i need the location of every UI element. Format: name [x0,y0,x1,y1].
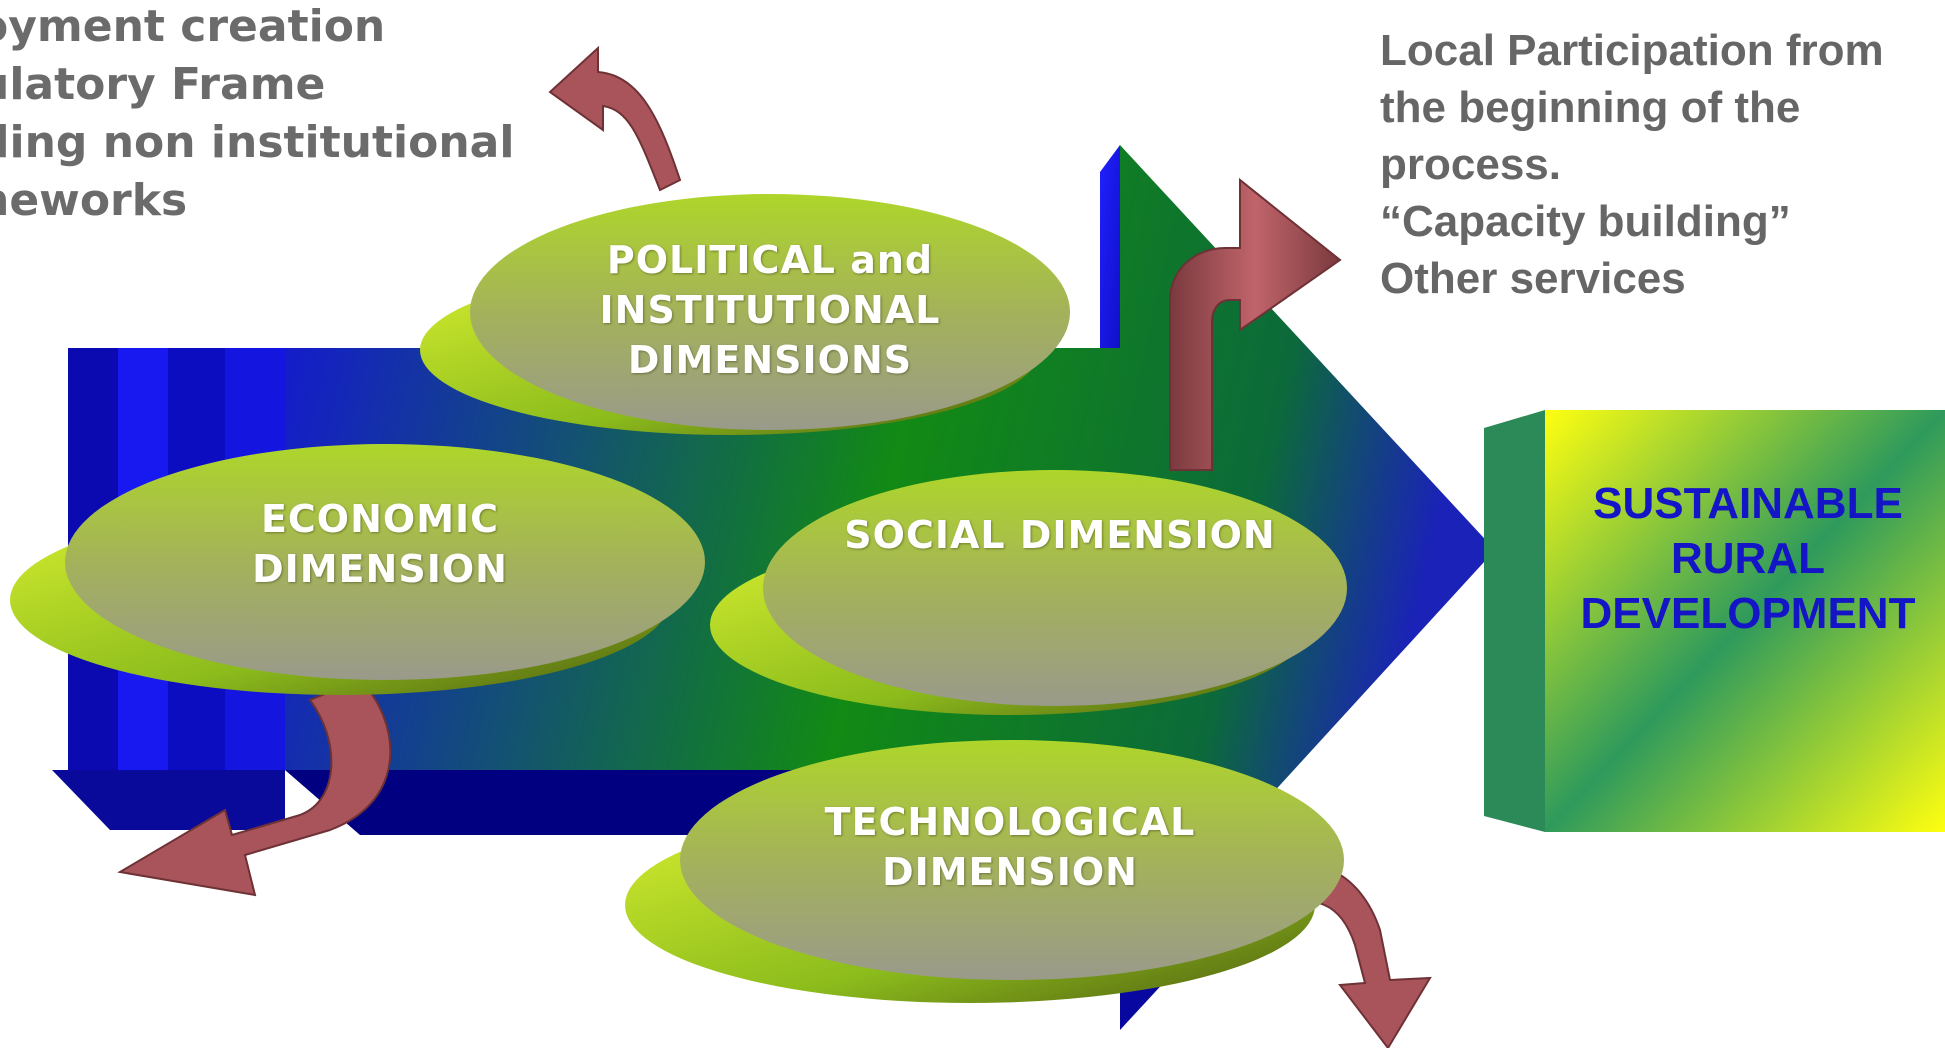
left-note-line: neworks [0,175,188,226]
technological-ellipse [625,740,1344,1003]
political-label-line: DIMENSIONS [627,338,913,382]
technological-label-line: DIMENSION [882,850,1138,894]
right-note-line: the beginning of the [1380,83,1801,132]
goal-line: RURAL [1671,534,1825,583]
left-notes: oyment creation ulatory Frame ding non i… [0,0,514,230]
right-note-line: Other services [1380,254,1686,303]
economic-ellipse [10,444,705,695]
curved-arrow-down-left [117,678,392,897]
right-note-line: process. [1380,140,1561,189]
left-note-line: ding non institutional [0,117,515,168]
goal-line: DEVELOPMENT [1580,589,1916,638]
political-label-line: POLITICAL and [606,238,934,282]
economic-dimension-label: ECONOMIC DIMENSION [190,494,570,594]
goal-box [1484,410,1945,832]
economic-label-line: ECONOMIC [260,497,500,541]
left-note-line: oyment creation [0,1,386,52]
left-note-line: ulatory Frame [0,59,326,110]
political-label-line: INSTITUTIONAL [599,288,941,332]
technological-label-line: TECHNOLOGICAL [824,800,1196,844]
political-dimension-label: POLITICAL and INSTITUTIONAL DIMENSIONS [560,235,980,385]
social-dimension-label: SOCIAL DIMENSION [810,510,1310,560]
social-ellipse [710,470,1347,715]
technological-dimension-label: TECHNOLOGICAL DIMENSION [800,797,1220,897]
curved-arrow-up-right [1169,177,1342,471]
political-ellipse [420,194,1070,435]
curved-arrow-up-left [548,45,682,192]
goal-text: SUSTAINABLE RURAL DEVELOPMENT [1548,476,1945,641]
right-note-line: Local Participation from [1380,26,1884,75]
right-note-line: “Capacity building” [1380,197,1791,246]
goal-line: SUSTAINABLE [1593,479,1903,528]
right-notes: Local Participation from the beginning o… [1380,22,1884,307]
social-label-line: SOCIAL DIMENSION [844,513,1276,557]
economic-label-line: DIMENSION [252,547,508,591]
